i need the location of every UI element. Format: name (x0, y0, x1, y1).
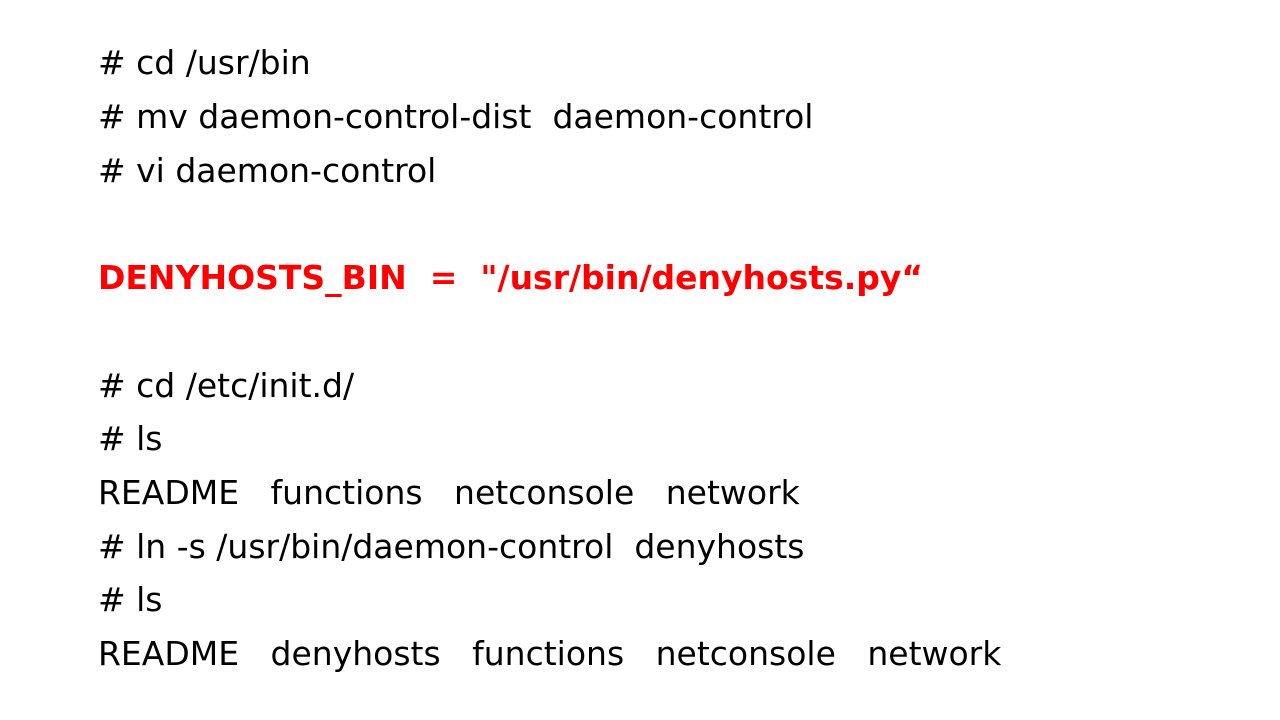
ls-output-2: README denyhosts functions netconsole ne… (98, 634, 1002, 673)
command-cd-usr-bin: # cd /usr/bin (98, 43, 311, 82)
command-ls-2: # ls (98, 580, 163, 619)
command-mv-daemon-control: # mv daemon-control-dist daemon-control (98, 97, 814, 136)
ls-output-1: README functions netconsole network (98, 473, 800, 512)
command-ln-symlink: # ln -s /usr/bin/daemon-control denyhost… (98, 527, 805, 566)
config-denyhosts-bin: DENYHOSTS_BIN = "/usr/bin/denyhosts.py“ (98, 258, 924, 297)
command-vi-daemon-control: # vi daemon-control (98, 151, 437, 190)
command-cd-init-d: # cd /etc/init.d/ (98, 366, 355, 405)
command-ls-1: # ls (98, 419, 163, 458)
